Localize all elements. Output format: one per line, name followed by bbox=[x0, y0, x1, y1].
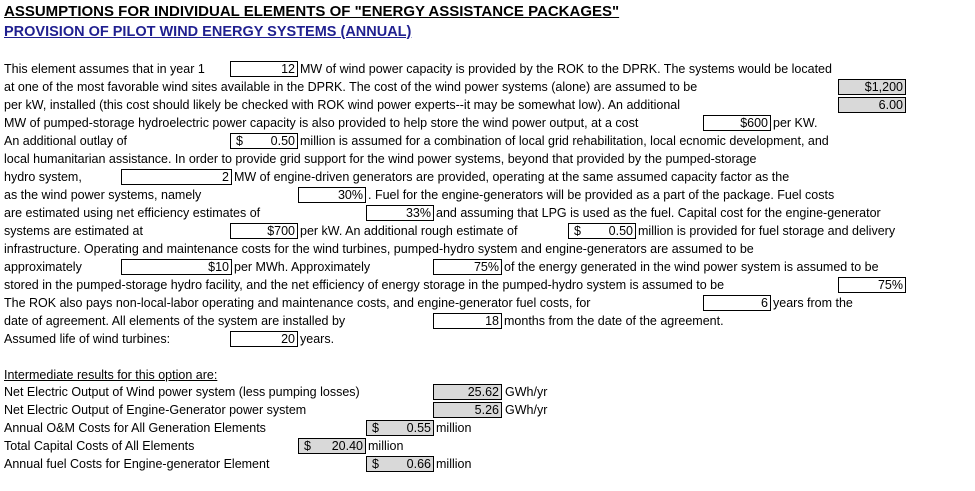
text-l14b: years from the bbox=[773, 296, 853, 310]
section-subtitle: PROVISION OF PILOT WIND ENERGY SYSTEMS (… bbox=[4, 24, 412, 40]
result-unit: million bbox=[436, 457, 472, 471]
result-unit: GWh/yr bbox=[505, 403, 548, 417]
result-value: 25.62 bbox=[433, 384, 502, 400]
text-l9a: are estimated using net efficiency estim… bbox=[4, 206, 261, 220]
currency-symbol: $ bbox=[304, 439, 311, 453]
result-label: Annual O&M Costs for All Generation Elem… bbox=[4, 421, 266, 435]
result-value-box: $ 0.55 bbox=[366, 420, 434, 436]
engine-generator-cost-input[interactable]: $700 bbox=[230, 223, 298, 239]
currency-symbol: $ bbox=[574, 224, 581, 238]
text-l4b: per KW. bbox=[773, 116, 818, 130]
currency-symbol: $ bbox=[372, 421, 379, 435]
text-l3: per kW, installed (this cost should like… bbox=[4, 98, 680, 112]
capacity-factor-input[interactable]: 30% bbox=[298, 187, 366, 203]
result-label: Annual fuel Costs for Engine-generator E… bbox=[4, 457, 270, 471]
text-l4a: MW of pumped-storage hydroelectric power… bbox=[4, 116, 639, 130]
text-l11: infrastructure. Operating and maintenanc… bbox=[4, 242, 754, 256]
text-l15a: date of agreement. All elements of the s… bbox=[4, 314, 346, 328]
text-l9b: and assuming that LPG is used as the fue… bbox=[436, 206, 881, 220]
result-label: Total Capital Costs of All Elements bbox=[4, 439, 195, 453]
text-l7a: hydro system, bbox=[4, 170, 82, 184]
om-cost-input[interactable]: $10 bbox=[121, 259, 232, 275]
text-l2: at one of the most favorable wind sites … bbox=[4, 80, 698, 94]
result-value-box: $ 20.40 bbox=[298, 438, 366, 454]
text-l12c: of the energy generated in the wind powe… bbox=[504, 260, 879, 274]
text-l16a: Assumed life of wind turbines: bbox=[4, 332, 171, 346]
text-l10b: per kW. An additional rough estimate of bbox=[300, 224, 518, 238]
engine-generator-mw-input[interactable]: 2 bbox=[121, 169, 232, 185]
pumped-storage-mw-input[interactable]: 6.00 bbox=[838, 97, 906, 113]
fuel-storage-value: 0.50 bbox=[608, 224, 633, 238]
net-efficiency-input[interactable]: 33% bbox=[366, 205, 434, 221]
result-value-box: $ 0.66 bbox=[366, 456, 434, 472]
result-label: Net Electric Output of Engine-Generator … bbox=[4, 403, 307, 417]
result-unit: GWh/yr bbox=[505, 385, 548, 399]
currency-symbol: $ bbox=[236, 134, 243, 148]
additional-outlay-value: 0.50 bbox=[270, 134, 295, 148]
turbine-life-input[interactable]: 20 bbox=[230, 331, 298, 347]
wind-cost-input[interactable]: $1,200 bbox=[838, 79, 906, 95]
text-l12a: approximately bbox=[4, 260, 82, 274]
result-label: Net Electric Output of Wind power system… bbox=[4, 385, 360, 399]
text-l12b: per MWh. Approximately bbox=[234, 260, 371, 274]
fuel-storage-input[interactable]: $ 0.50 bbox=[568, 223, 636, 239]
text-l1a: This element assumes that in year 1 bbox=[4, 62, 205, 76]
stored-energy-pct-input[interactable]: 75% bbox=[433, 259, 502, 275]
result-value: 20.40 bbox=[331, 439, 363, 453]
result-value: 0.66 bbox=[406, 457, 431, 471]
wind-capacity-input[interactable]: 12 bbox=[230, 61, 298, 77]
result-unit: million bbox=[436, 421, 472, 435]
years-support-input[interactable]: 6 bbox=[703, 295, 771, 311]
additional-outlay-input[interactable]: $ 0.50 bbox=[230, 133, 298, 149]
storage-efficiency-input[interactable]: 75% bbox=[838, 277, 906, 293]
text-l14a: The ROK also pays non-local-labor operat… bbox=[4, 296, 591, 310]
text-l13: stored in the pumped-storage hydro facil… bbox=[4, 278, 725, 292]
install-months-input[interactable]: 18 bbox=[433, 313, 502, 329]
text-l8a: as the wind power systems, namely bbox=[4, 188, 202, 202]
text-l15b: months from the date of the agreement. bbox=[504, 314, 724, 328]
page-title: ASSUMPTIONS FOR INDIVIDUAL ELEMENTS OF "… bbox=[4, 3, 620, 20]
text-l1b: MW of wind power capacity is provided by… bbox=[300, 62, 832, 76]
text-l10c: million is provided for fuel storage and… bbox=[638, 224, 896, 238]
text-l5b: million is assumed for a combination of … bbox=[300, 134, 829, 148]
result-value: 0.55 bbox=[406, 421, 431, 435]
result-value: 5.26 bbox=[433, 402, 502, 418]
pumped-storage-cost-input[interactable]: $600 bbox=[703, 115, 771, 131]
text-l5a: An additional outlay of bbox=[4, 134, 128, 148]
text-l8b: . Fuel for the engine-generators will be… bbox=[368, 188, 835, 202]
currency-symbol: $ bbox=[372, 457, 379, 471]
text-l7b: MW of engine-driven generators are provi… bbox=[234, 170, 790, 184]
text-l10a: systems are estimated at bbox=[4, 224, 143, 238]
result-unit: million bbox=[368, 439, 404, 453]
results-heading: Intermediate results for this option are… bbox=[4, 368, 218, 382]
text-l6: local humanitarian assistance. In order … bbox=[4, 152, 757, 166]
text-l16b: years. bbox=[300, 332, 335, 346]
